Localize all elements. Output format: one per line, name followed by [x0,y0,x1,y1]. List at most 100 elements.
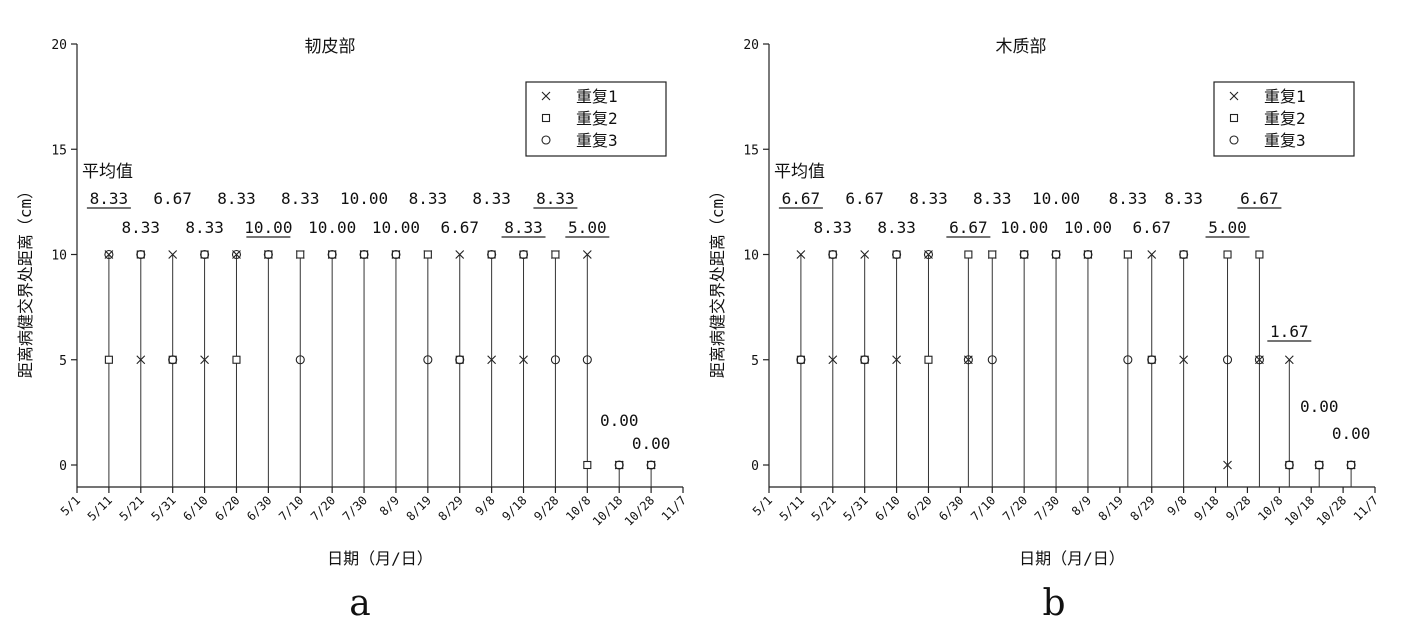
x-tick-label: 7/20 [308,493,338,523]
mean-value-label: 10.00 [340,189,388,208]
marker-circle [359,249,369,260]
marker-circle [295,355,305,365]
x-tick-label: 5/21 [117,493,147,523]
marker-cross [828,355,838,365]
x-tick-label: 10/28 [622,493,657,528]
mean-value-label: 0.00 [1300,397,1339,416]
mean-value-label: 8.33 [536,189,575,208]
x-tick-label: 5/21 [809,493,839,523]
mean-value-label: 10.00 [1000,218,1048,237]
x-tick-label: 5/1 [750,493,775,518]
mean-value-label: 8.33 [1164,189,1203,208]
mean-value-label: 6.67 [845,189,884,208]
x-tick-label: 5/31 [840,493,870,523]
marker-circle [231,249,242,260]
x-axis-label: 日期（月/日） [1019,549,1125,568]
marker-circle [1254,355,1264,365]
marker-cross [168,250,178,259]
y-axis-label: 距离病健交界处距离（cm） [16,183,35,378]
legend-label: 重复1 [576,87,618,106]
marker-circle [1284,460,1294,470]
marker-cross [582,250,592,259]
x-tick-label: 8/9 [377,493,402,518]
marker-circle [614,460,624,470]
marker-circle [1051,249,1061,260]
marker-cross [1179,355,1189,365]
x-tick-label: 11/7 [1351,493,1381,523]
x-tick-label: 6/30 [936,493,966,523]
x-tick-label: 5/11 [85,493,115,523]
mean-value-label: 8.33 [217,189,256,208]
mean-value-label: 8.33 [185,218,224,237]
mean-value-label: 10.00 [1064,218,1112,237]
x-tick-label: 8/9 [1069,493,1094,518]
mean-value-label: 8.33 [90,189,129,208]
legend-label: 重复3 [1264,131,1306,150]
marker-square [988,250,997,259]
mean-value-label: 6.67 [782,189,821,208]
marker-square [1123,250,1132,259]
y-tick-label: 15 [743,143,759,158]
y-tick-label: 20 [743,38,759,53]
x-tick-label: 7/10 [968,493,998,523]
marker-cross [1284,355,1294,365]
x-tick-label: 7/20 [1000,493,1030,523]
marker-circle [796,355,806,365]
mean-value-label: 0.00 [600,411,639,430]
chart-title: 韧皮部 [305,37,356,57]
mean-value-label: 10.00 [372,218,420,237]
mean-value-label: 1.67 [1270,322,1309,341]
x-tick-label: 7/10 [276,493,306,523]
marker-square [232,355,241,364]
mean-value-label: 5.00 [568,218,607,237]
marker-cross [1147,250,1157,259]
x-tick-label: 9/18 [499,493,529,523]
marker-circle [582,355,592,365]
marker-circle [550,355,560,365]
chart-title: 木质部 [996,37,1047,57]
x-tick-label: 5/31 [148,493,178,523]
legend-marker-cross [1229,91,1239,101]
x-tick-label: 9/18 [1191,493,1221,523]
mean-value-label: 10.00 [308,218,356,237]
marker-circle [263,249,273,260]
y-tick-label: 5 [59,354,67,369]
marker-circle [1019,249,1029,260]
marker-circle [104,249,114,260]
x-tick-label: 6/20 [904,493,934,523]
mean-heading: 平均值 [82,162,133,182]
marker-circle [1083,249,1093,260]
mean-value-label: 6.67 [1132,218,1171,237]
marker-square [924,355,933,364]
mean-value-label: 10.00 [244,218,292,237]
x-tick-label: 6/10 [872,493,902,523]
mean-value-label: 8.33 [281,189,320,208]
marker-circle [892,249,902,260]
marker-circle [646,460,656,470]
x-tick-label: 11/7 [659,493,689,523]
x-tick-label: 5/1 [58,493,83,518]
y-tick-label: 15 [51,143,67,158]
marker-cross [455,250,465,259]
y-tick-label: 5 [751,354,759,369]
marker-cross [519,355,528,365]
marker-circle [136,249,146,260]
marker-cross [136,355,146,365]
legend-box [1213,81,1355,157]
marker-cross [200,355,209,365]
x-tick-label: 5/11 [777,493,807,523]
marker-circle [200,249,210,260]
marker-circle [168,355,178,365]
marker-circle [423,355,433,365]
mean-value-label: 6.67 [1240,189,1279,208]
marker-circle [327,249,337,260]
mean-value-label: 8.33 [472,189,511,208]
panel-letter: a [349,583,370,624]
x-tick-label: 10/28 [1314,493,1349,528]
panel-letter: b [1042,583,1065,624]
mean-value-label: 8.33 [877,218,916,237]
x-tick-label: 6/20 [212,493,242,523]
mean-value-label: 6.67 [440,218,479,237]
